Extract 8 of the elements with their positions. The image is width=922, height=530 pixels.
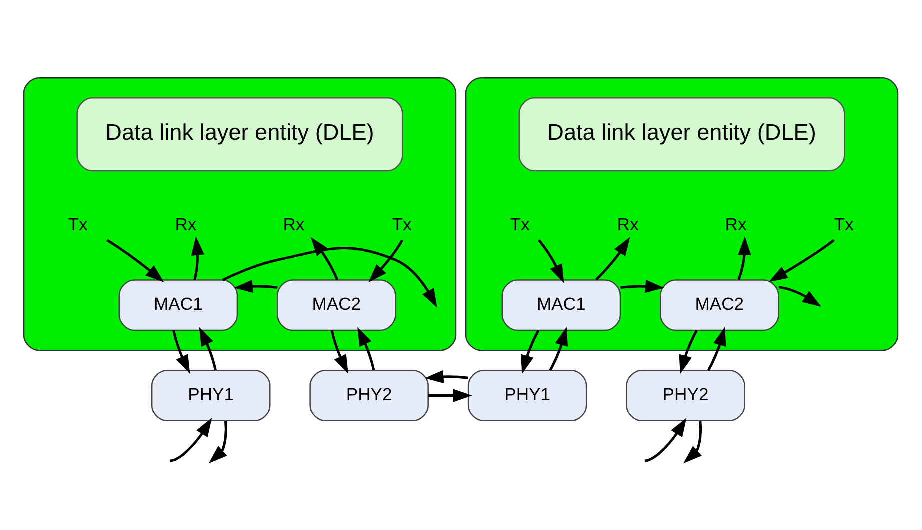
node-text: Rx	[617, 214, 639, 234]
node-text: Tx	[68, 214, 88, 234]
node-text: Rx	[725, 214, 747, 234]
node-text: Tx	[392, 214, 412, 234]
node-text: Tx	[834, 214, 854, 234]
node-text: Tx	[510, 214, 530, 234]
node-text: Rx	[283, 214, 305, 234]
node-text: Rx	[175, 214, 197, 234]
